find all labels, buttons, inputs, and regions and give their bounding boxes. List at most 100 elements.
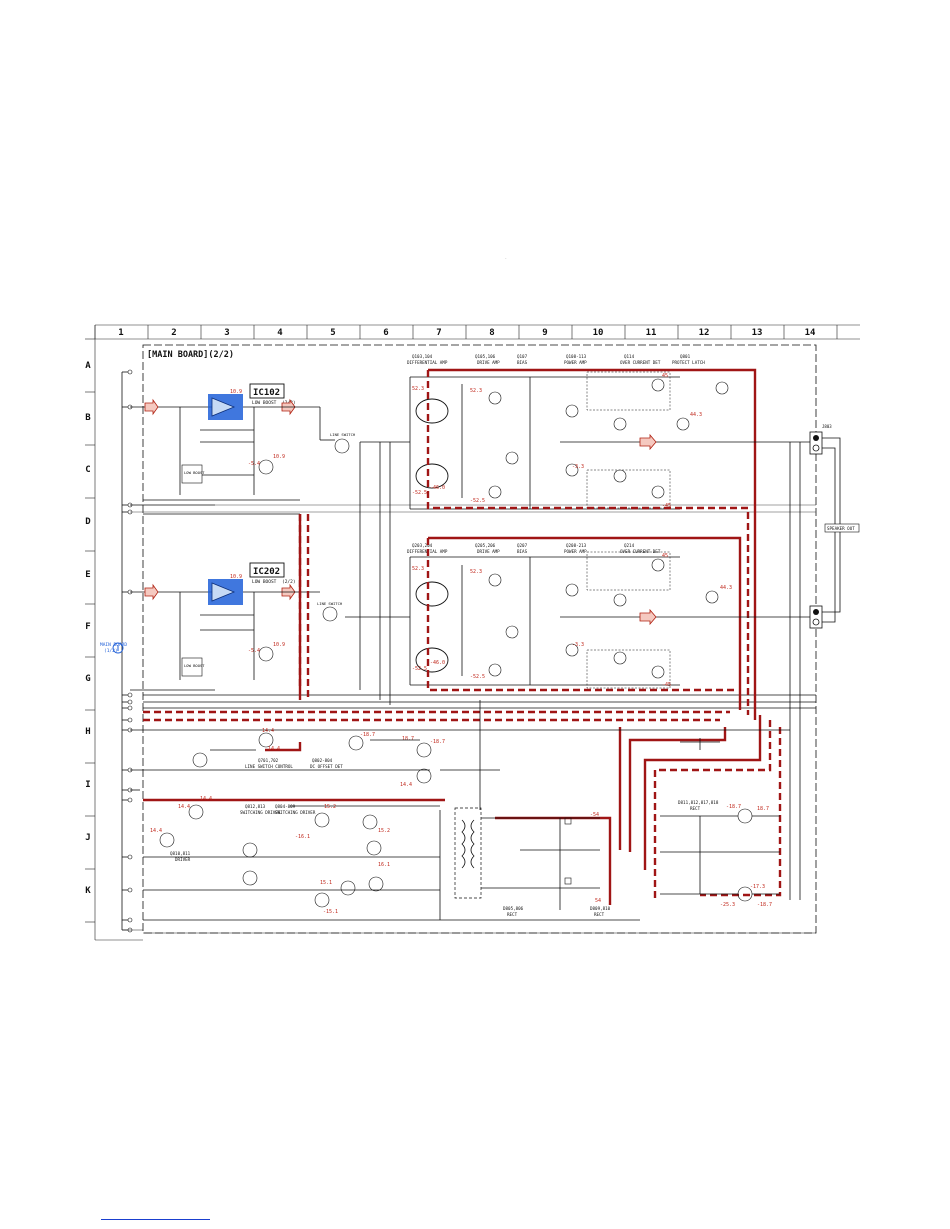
transistor-icon — [715, 381, 729, 395]
label-d809: D809,810 — [590, 906, 611, 911]
transistor-icon — [188, 804, 204, 820]
label-ocd-1: OVER CURRENT DET — [620, 360, 661, 365]
label-d811: D811,812,817,818 — [678, 800, 719, 805]
connector-pin-icon — [127, 917, 133, 923]
mosfet-icon — [314, 812, 330, 828]
terminal-icon — [813, 435, 819, 441]
transformer-icon — [454, 807, 482, 899]
voltage-label: 52.3 — [470, 569, 482, 575]
connector-pin-icon — [127, 717, 133, 723]
voltage-label: 14.4 — [200, 796, 212, 802]
label-q214: Q214 — [624, 543, 635, 548]
row-b: B — [85, 413, 91, 423]
line-switch-1: LINE SWITCH — [300, 406, 356, 454]
terminal-icon — [812, 618, 820, 626]
label-dc-offset: DC OFFSET DET — [310, 764, 343, 769]
connector-pin-icon — [127, 699, 133, 705]
label-sw-driver-1: SWITCHING DRIVER — [240, 810, 281, 815]
ic102-sub: LOW BOOST — [252, 400, 277, 406]
voltage-label: 15.1 — [320, 880, 332, 886]
column-labels: 1 2 3 4 5 6 7 8 9 10 11 12 13 14 — [118, 328, 816, 338]
label-q114: Q114 — [624, 354, 635, 359]
board-title: [MAIN BOARD](2/2) — [147, 350, 234, 360]
row-k: K — [85, 886, 91, 896]
protection-section: Q701,702 LINE SWITCH CONTROL Q802-804 DC… — [192, 728, 500, 788]
low-boost-label-2: LOW BOOST — [184, 663, 205, 668]
voltage-label: 14.4 — [268, 746, 280, 752]
col-2: 2 — [171, 328, 176, 338]
terminal-icon — [812, 444, 820, 452]
signal-arrow-icon — [639, 608, 657, 626]
voltage-label: 16.1 — [378, 862, 390, 868]
voltage-label: -18.7 — [430, 739, 445, 745]
label-q802: Q802-804 — [312, 758, 333, 763]
line-switch-label-1: LINE SWITCH — [330, 432, 356, 437]
ic202-label: IC202 — [253, 567, 280, 577]
label-ocd-2: OVER CURRENT DET — [620, 549, 661, 554]
power-amp-ch1: Q103,104 DIFFERENTIAL AMP Q105,106 DRIVE… — [360, 354, 729, 510]
col-14: 14 — [805, 328, 816, 338]
row-f: F — [85, 622, 90, 632]
label-diffamp-1: DIFFERENTIAL AMP — [407, 360, 448, 365]
row-g: G — [85, 674, 90, 684]
voltage-label: 18.7 — [757, 806, 769, 812]
diode-icon — [564, 877, 572, 885]
rectifier-section: D805,806 RECT D809,810 RECT -54 54 — [454, 807, 611, 917]
label-q207: Q207 — [517, 543, 528, 548]
row-h: H — [85, 727, 90, 737]
voltage-label: 10.9 — [273, 642, 285, 648]
voltage-label: -46.0 — [430, 660, 445, 666]
bus-lines — [130, 441, 815, 921]
signal-arrow-icon — [639, 433, 657, 451]
voltage-label: -18.7 — [726, 804, 741, 810]
transistor-icon — [348, 735, 364, 751]
col-3: 3 — [224, 328, 229, 338]
diffpair-icon — [415, 398, 449, 424]
connector-pin-icon — [127, 887, 133, 893]
transistor-icon — [705, 590, 719, 604]
diffpair-icon — [415, 647, 449, 673]
regulator-section: D811,812,817,818 RECT -18.7 18.7 -25.3 -… — [660, 738, 780, 908]
speaker-terminal: SPEAKER OUT J803 — [809, 424, 860, 629]
col-4: 4 — [277, 328, 283, 338]
mosfet-icon — [613, 417, 627, 431]
label-q208: Q208-213 — [566, 543, 587, 548]
mosfet-icon — [368, 876, 384, 892]
label-q203: Q203,204 — [412, 543, 433, 548]
footer-link-underline[interactable] — [101, 1219, 210, 1220]
transistor-icon — [505, 625, 519, 639]
transistor-icon — [676, 417, 690, 431]
voltage-label: -3.3 — [572, 642, 584, 648]
label-bias-1: BIAS — [517, 360, 528, 365]
label-q107: Q107 — [517, 354, 528, 359]
row-c: C — [85, 465, 90, 475]
col-13: 13 — [752, 328, 763, 338]
voltage-label: -16.1 — [295, 834, 310, 840]
transistor-icon — [488, 573, 502, 587]
opamp-icon — [211, 397, 236, 417]
transistor-icon — [258, 732, 274, 748]
mosfet-icon — [314, 892, 330, 908]
diffpair-icon — [415, 463, 449, 489]
label-sw-driver-2: SWITCHING DRIVER — [275, 810, 316, 815]
mosfet-icon — [362, 814, 378, 830]
mosfet-icon — [651, 378, 665, 392]
col-10: 10 — [593, 328, 604, 338]
label-rect-1: RECT — [507, 912, 518, 917]
label-protect: PROTECT LATCH — [672, 360, 705, 365]
line-switch-label-2: LINE SWITCH — [317, 601, 343, 606]
ic202-sub: LOW BOOST — [252, 579, 277, 585]
transistor-icon — [505, 451, 519, 465]
voltage-label: 10.9 — [230, 389, 242, 395]
mosfet-icon — [613, 593, 627, 607]
mosfet-icon — [613, 469, 627, 483]
col-5: 5 — [330, 328, 335, 338]
voltage-label: -5.4 — [248, 648, 260, 654]
row-d: D — [85, 517, 91, 527]
voltage-label: -52.5 — [470, 674, 485, 680]
transistor-icon — [322, 606, 338, 622]
voltage-label: 14.4 — [262, 728, 274, 734]
ref-marker-icon — [112, 642, 124, 654]
label-q205: Q205,206 — [475, 543, 496, 548]
row-i: I — [85, 780, 90, 790]
